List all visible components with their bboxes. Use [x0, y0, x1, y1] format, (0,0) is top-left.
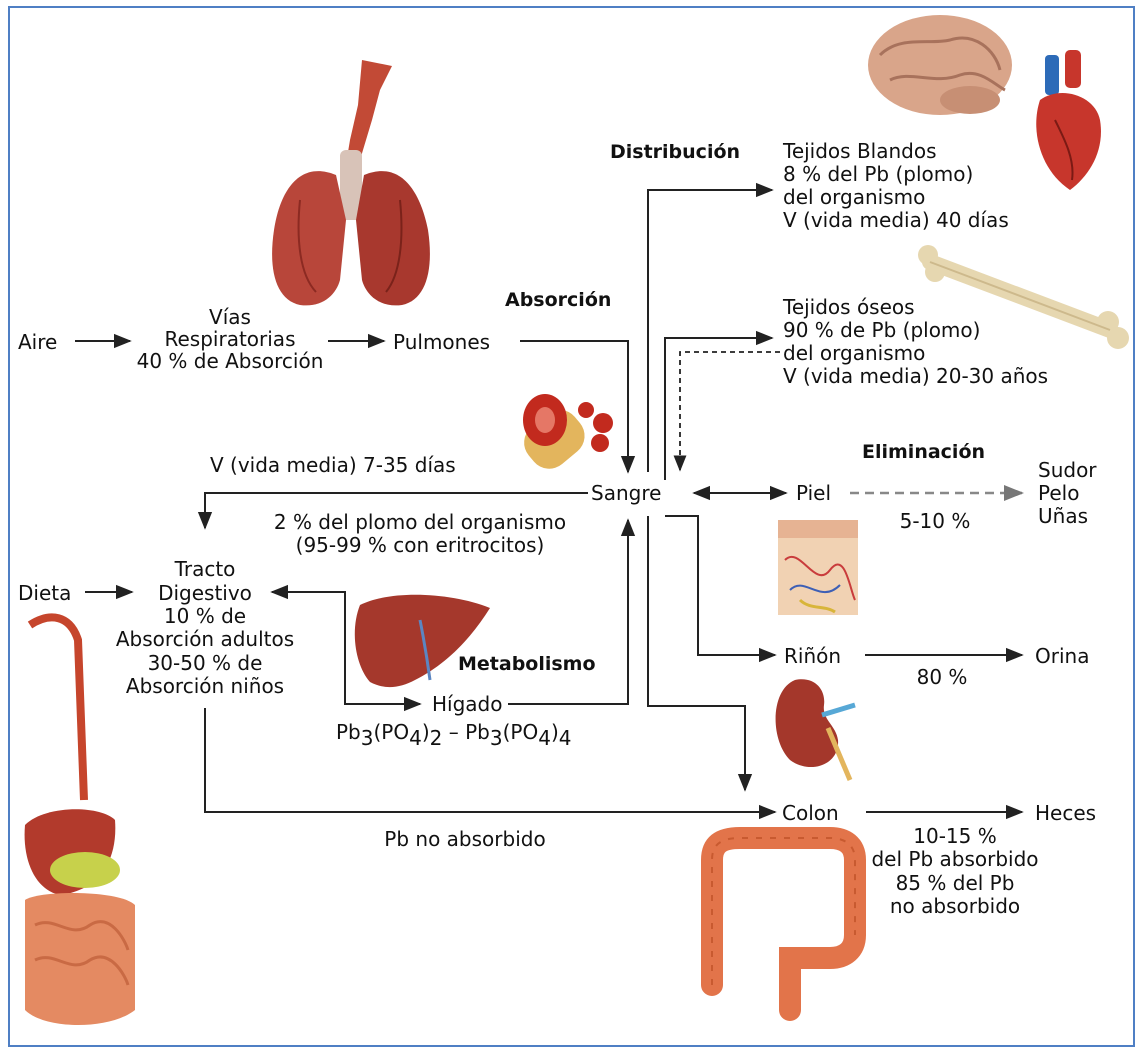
- node-tracto-line1: Tracto: [174, 557, 236, 581]
- red-blood-cells-illustration: [516, 394, 613, 477]
- digestive-system-illustration: [25, 617, 135, 1025]
- heart-illustration: [1036, 50, 1101, 190]
- node-vias-line2: Respiratorias: [165, 327, 296, 351]
- node-colon-line3: 85 % del Pb: [896, 871, 1015, 895]
- label-rinon-pct: 80 %: [917, 665, 968, 689]
- stage-metabolismo: Metabolismo: [458, 653, 596, 675]
- node-heces: Heces: [1035, 801, 1096, 825]
- node-tejidos-blandos-line4: V (vida media) 40 días: [783, 208, 1009, 232]
- brain-illustration: [868, 15, 1012, 115]
- stage-distribucion: Distribución: [610, 141, 740, 163]
- node-tejidos-oseos-line4: V (vida media) 20-30 años: [783, 364, 1048, 388]
- node-tejidos-oseos-line1: Tejidos óseos: [782, 295, 915, 319]
- node-tracto-line4: Absorción adultos: [116, 627, 294, 651]
- colon-illustration: [712, 838, 855, 1010]
- node-vias-line3: 40 % de Absorción: [137, 349, 324, 373]
- node-sangre-line1: 2 % del plomo del organismo: [274, 510, 566, 534]
- node-aire: Aire: [18, 330, 57, 354]
- node-unas: Uñas: [1038, 504, 1088, 528]
- node-tejidos-blandos-line3: del organismo: [783, 185, 925, 209]
- node-sudor: Sudor: [1038, 458, 1097, 482]
- node-piel: Piel: [796, 481, 831, 505]
- node-pulmones: Pulmones: [393, 330, 490, 354]
- node-tejidos-blandos-line2: 8 % del Pb (plomo): [783, 162, 973, 186]
- lungs-illustration: [272, 60, 430, 305]
- node-dieta: Dieta: [18, 581, 71, 605]
- node-tracto-line5: 30-50 % de: [148, 651, 263, 675]
- label-vida-media-sangre: V (vida media) 7-35 días: [210, 453, 456, 477]
- node-colon: Colon: [782, 801, 839, 825]
- node-rinon: Riñón: [784, 644, 841, 668]
- node-tejidos-oseos-line2: 90 % de Pb (plomo): [783, 318, 980, 342]
- node-sangre: Sangre: [591, 481, 661, 505]
- stage-eliminacion: Eliminación: [862, 441, 985, 463]
- node-colon-line2: del Pb absorbido: [871, 847, 1038, 871]
- node-tejidos-oseos-line3: del organismo: [783, 341, 925, 365]
- node-tracto-line2: Digestivo: [158, 581, 252, 605]
- kidney-illustration: [776, 679, 855, 780]
- node-sangre-line2: (95-99 % con eritrocitos): [296, 533, 545, 557]
- node-pelo: Pelo: [1038, 481, 1079, 505]
- label-piel-pct: 5-10 %: [900, 509, 971, 533]
- node-colon-line1: 10-15 %: [913, 824, 996, 848]
- node-higado-formula: Pb3(PO4)2 – Pb3(PO4)4: [336, 720, 572, 750]
- stage-absorcion: Absorción: [505, 289, 611, 311]
- node-orina: Orina: [1035, 644, 1089, 668]
- node-colon-line4: no absorbido: [890, 894, 1020, 918]
- node-tracto-line3: 10 % de: [164, 604, 246, 628]
- label-pb-no-absorbido: Pb no absorbido: [384, 827, 545, 851]
- node-tejidos-blandos-line1: Tejidos Blandos: [782, 139, 937, 163]
- skin-illustration: [778, 520, 858, 615]
- node-higado: Hígado: [432, 692, 502, 716]
- node-vias-line1: Vías: [209, 305, 251, 329]
- node-tracto-line6: Absorción niños: [126, 674, 284, 698]
